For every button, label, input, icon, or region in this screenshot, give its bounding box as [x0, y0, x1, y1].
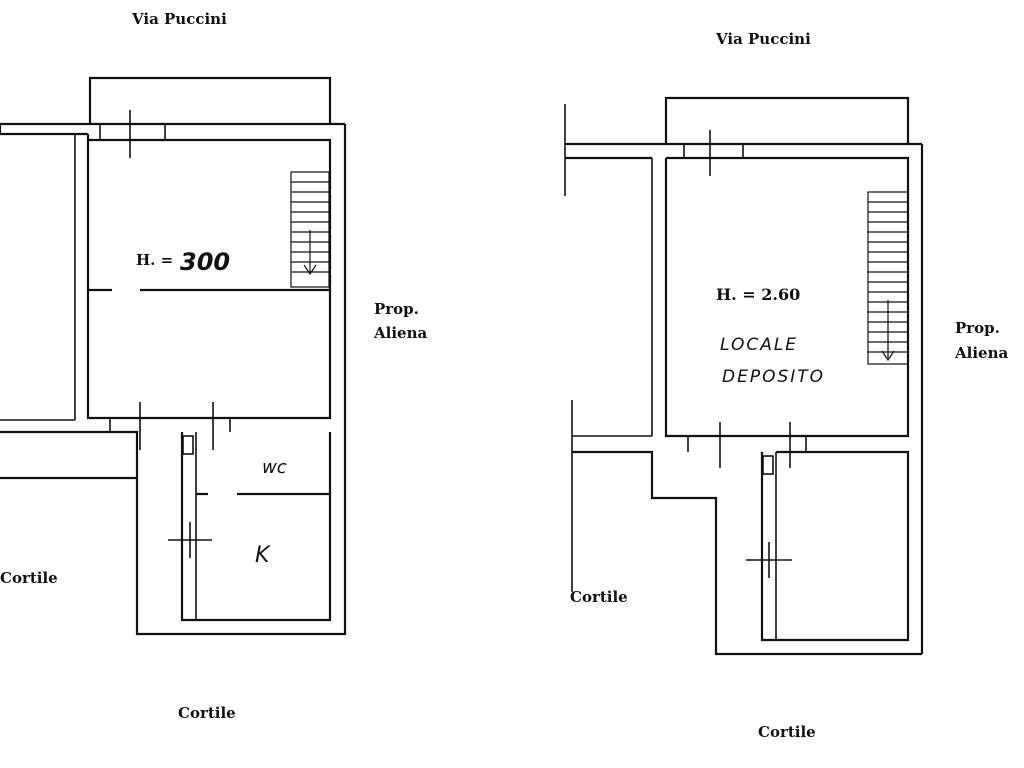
- right-pipe-shaft: [762, 455, 774, 475]
- right-floor-plan: Via Puccini H. = 2.60 LOCALE DEPOSITO: [564, 30, 1008, 741]
- left-floor-plan: Via Puccini H. = 300: [0, 10, 427, 722]
- right-height-label: H. = 2.60: [716, 285, 800, 304]
- left-bottom-wall: [0, 430, 345, 636]
- right-balcony: [664, 96, 910, 144]
- right-door-jambs: [687, 436, 807, 452]
- right-staircase: [867, 191, 909, 365]
- left-courtyard-bottom-label: Cortile: [178, 704, 236, 722]
- right-room-name-line1: LOCALE: [720, 335, 798, 355]
- right-courtyard-bottom-label: Cortile: [758, 723, 816, 741]
- left-courtyard-label: Cortile: [0, 569, 58, 587]
- left-height-label: H. =: [136, 251, 173, 269]
- right-room-name-line2: DEPOSITO: [722, 367, 825, 387]
- right-neighbor-line1: Prop.: [955, 319, 1000, 337]
- left-top-window: [99, 124, 166, 140]
- right-bottom-wall: [572, 450, 922, 656]
- right-main-room: [664, 156, 910, 438]
- left-service-rooms: [180, 432, 332, 622]
- left-pipe-shaft: [182, 435, 194, 455]
- right-courtyard-label: Cortile: [570, 588, 628, 606]
- left-room-k: K: [255, 543, 271, 568]
- right-street-label: Via Puccini: [715, 30, 811, 48]
- right-top-window: [683, 144, 744, 158]
- left-top-wall: [0, 122, 345, 136]
- left-door-jambs: [109, 418, 231, 432]
- left-staircase: [290, 171, 330, 288]
- left-main-room: [86, 134, 332, 420]
- left-room-wc: wc: [262, 457, 287, 478]
- left-neighbor-line1: Prop.: [374, 300, 419, 318]
- left-neighbor-line2: Aliena: [373, 324, 427, 342]
- left-street-label: Via Puccini: [131, 10, 227, 28]
- left-balcony: [88, 76, 332, 124]
- right-neighbor-line2: Aliena: [954, 344, 1008, 362]
- left-height-value: 300: [180, 248, 230, 276]
- right-service-room: [760, 450, 910, 642]
